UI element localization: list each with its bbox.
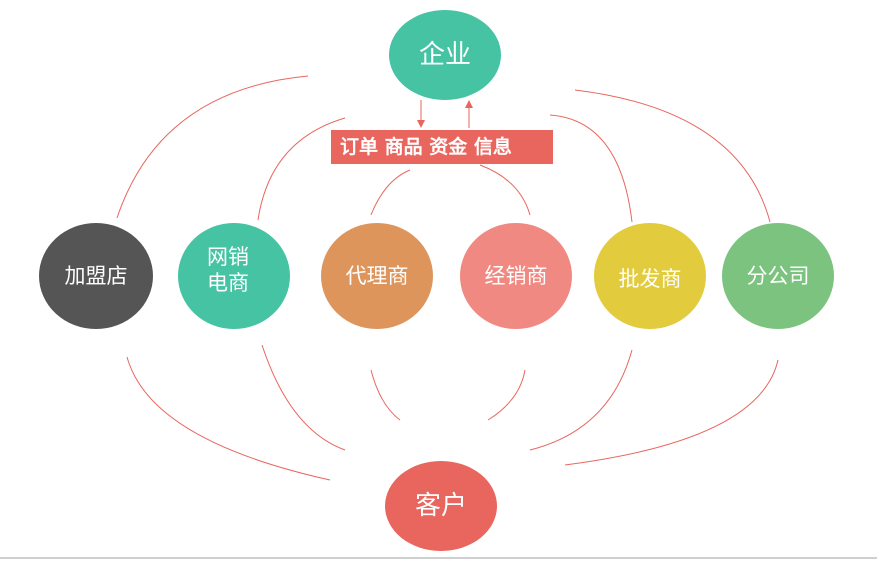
curve-branch-bottom — [564, 359, 779, 466]
node-label: 批发商 — [618, 267, 682, 291]
curve-distributor-top — [479, 164, 531, 216]
curve-wholesaler-bottom — [529, 349, 633, 451]
node-branch: 分公司 — [722, 223, 834, 329]
node-label: 网销 电商 — [207, 245, 249, 295]
node-label: 经销商 — [484, 264, 548, 288]
node-label: 加盟店 — [64, 264, 128, 288]
node-label: 客户 — [414, 491, 467, 521]
curve-ecommerce-top — [257, 117, 346, 221]
node-label: 企业 — [418, 40, 471, 70]
node-franchise: 加盟店 — [39, 223, 153, 329]
curve-agent-bottom — [370, 369, 401, 421]
curve-distributor-bottom — [487, 369, 526, 421]
curve-agent-top — [370, 169, 411, 216]
node-label: 代理商 — [345, 264, 409, 288]
curve-franchise-bottom — [126, 356, 331, 481]
node-ecommerce: 网销 电商 — [178, 223, 290, 329]
node-distributor: 经销商 — [460, 223, 572, 329]
banner-label: 订单 商品 资金 信息 — [340, 136, 512, 158]
node-agent: 代理商 — [321, 223, 433, 329]
node-wholesaler: 批发商 — [594, 223, 706, 329]
node-enterprise: 企业 — [389, 10, 501, 100]
flow-banner: 订单 商品 资金 信息 — [331, 130, 553, 164]
curve-franchise-top — [116, 75, 309, 219]
curve-ecommerce-bottom — [261, 344, 346, 451]
node-label: 分公司 — [746, 264, 810, 288]
node-customer: 客户 — [385, 461, 497, 551]
curve-branch-top — [574, 89, 771, 223]
curve-wholesaler-top — [549, 114, 633, 223]
bottom-divider — [0, 557, 877, 559]
